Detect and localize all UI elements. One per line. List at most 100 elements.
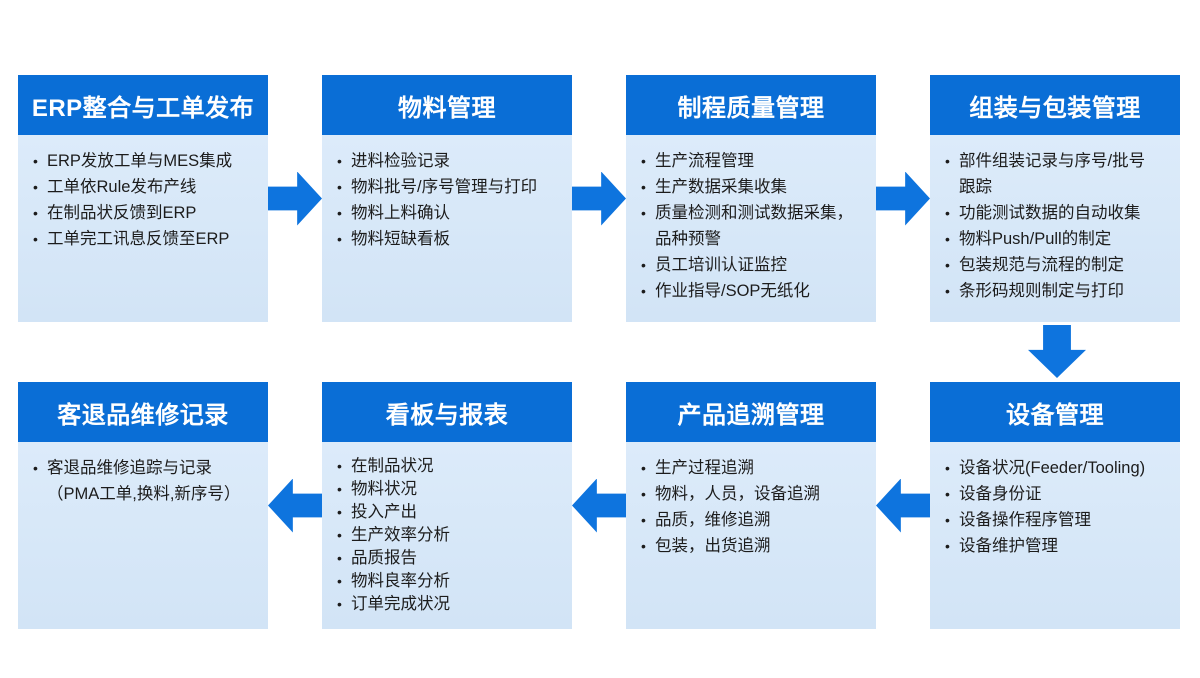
list-item: •品质报告: [334, 547, 568, 570]
box-erp-integration: ERP整合与工单发布 • ERP发放工单与MES集成 • 工单依Rule发布产线 •在制…: [18, 75, 268, 322]
box-product-traceability-management-items: • 生产过程追溯 • 物料，人员，设备追溯 • 品质，维修追溯 • 包装，出货追溯: [626, 442, 876, 629]
list-item: • 包装规范与流程的制定: [942, 252, 1176, 278]
bullet-icon: •: [33, 205, 38, 221]
box-customer-return-repair: 客退品维修记录 •客退品维修追踪与记录 （PMA工单,换料,新序号）: [18, 382, 268, 629]
list-item: •在制品状反馈到ERP: [30, 200, 264, 226]
list-item-text: 品质，维修追溯: [655, 511, 771, 529]
list-item: •条形码规则制定与打印: [942, 278, 1176, 304]
box-customer-return-repair-title: 客退品维修记录: [18, 382, 268, 442]
bullet-icon: •: [337, 458, 342, 474]
arrow-left-icon: [572, 478, 626, 533]
arrow-down-icon: [1028, 325, 1086, 378]
bullet-icon: •: [33, 153, 38, 169]
box-process-quality-management-title: 制程质量管理: [626, 75, 876, 135]
list-item: •客退品维修追踪与记录 （PMA工单,换料,新序号）: [30, 455, 264, 507]
box-equipment-management: 设备管理 •设备状况(Feeder/Tooling)•设备身份证•设备操作程序管…: [930, 382, 1180, 629]
bullet-icon: •: [641, 153, 646, 169]
list-item-text: 包装，出货追溯: [655, 537, 771, 555]
list-item: •物料良率分析: [334, 570, 568, 593]
bullet-icon: •: [945, 538, 950, 554]
list-item-text: 物料，人员，设备追溯: [655, 485, 820, 503]
flow-row-top: ERP整合与工单发布 • ERP发放工单与MES集成 • 工单依Rule发布产线 •在制…: [18, 75, 1180, 322]
box-assembly-packaging-management-items: •部件组装记录与序号/批号 跟踪•功能测试数据的自动收集•物料Push/Pull…: [930, 135, 1180, 322]
list-item-text: 物料批号/序号管理与打印: [351, 178, 538, 196]
list-item: •生产流程管理: [638, 148, 872, 174]
list-item-text: 投入产出: [351, 503, 417, 521]
box-assembly-packaging-management: 组装与包装管理 •部件组装记录与序号/批号 跟踪•功能测试数据的自动收集•物料P…: [930, 75, 1180, 322]
bullet-icon: •: [337, 179, 342, 195]
list-item-text: 生产数据采集收集: [655, 178, 787, 196]
bullet-icon: •: [945, 512, 950, 528]
arrow-cell: [572, 382, 626, 629]
list-item-text: 在制品状况: [351, 457, 434, 475]
box-material-management: 物料管理 •进料检验记录•物料批号/序号管理与打印•物料上料确认•物料短缺看板: [322, 75, 572, 322]
bullet-icon: •: [641, 486, 646, 502]
bullet-icon: •: [641, 538, 646, 554]
bullet-icon: •: [337, 504, 342, 520]
list-item-text: 设备维护管理: [959, 537, 1058, 555]
bullet-icon: •: [641, 179, 646, 195]
bullet-icon: •: [641, 512, 646, 528]
list-item: •员工培训认证监控: [638, 252, 872, 278]
list-item: •进料检验记录: [334, 148, 568, 174]
box-assembly-packaging-management-title: 组装与包装管理: [930, 75, 1180, 135]
bullet-icon: •: [945, 460, 950, 476]
list-item: • 物料，人员，设备追溯: [638, 481, 872, 507]
bullet-icon: •: [337, 550, 342, 566]
arrow-right-icon: [268, 171, 322, 226]
list-item: • 投入产出: [334, 501, 568, 524]
list-item: • 作业指导/SOP无纸化: [638, 278, 872, 304]
box-erp-integration-title: ERP整合与工单发布: [18, 75, 268, 135]
box-equipment-management-items: •设备状况(Feeder/Tooling)•设备身份证•设备操作程序管理•设备维…: [930, 442, 1180, 629]
bullet-icon: •: [945, 231, 950, 247]
bullet-icon: •: [945, 486, 950, 502]
list-item: •物料上料确认: [334, 200, 568, 226]
arrow-cell: [268, 75, 322, 322]
list-item: • 包装，出货追溯: [638, 533, 872, 559]
arrow-cell: [876, 382, 930, 629]
list-item-text: ERP发放工单与MES集成: [47, 152, 233, 170]
bullet-icon: •: [33, 179, 38, 195]
bullet-icon: •: [641, 460, 646, 476]
box-equipment-management-title: 设备管理: [930, 382, 1180, 442]
list-item-text: 物料Push/Pull的制定: [959, 230, 1112, 248]
bullet-icon: •: [641, 283, 646, 299]
list-item-text: 工单完工讯息反馈至ERP: [47, 230, 230, 248]
list-item: • 在制品状况: [334, 455, 568, 478]
list-item: • ERP发放工单与MES集成: [30, 148, 264, 174]
box-process-quality-management-items: •生产流程管理•生产数据采集收集•质量检测和测试数据采集， 品种预警•员工培训认…: [626, 135, 876, 322]
list-item-text: 订单完成状况: [351, 595, 450, 613]
list-item: • 品质，维修追溯: [638, 507, 872, 533]
box-material-management-title: 物料管理: [322, 75, 572, 135]
list-item: •生产效率分析: [334, 524, 568, 547]
bullet-icon: •: [641, 257, 646, 273]
box-product-traceability-management-title: 产品追溯管理: [626, 382, 876, 442]
flow-row-bottom: 客退品维修记录 •客退品维修追踪与记录 （PMA工单,换料,新序号） 看板与报表…: [18, 382, 1180, 629]
list-item: • 设备操作程序管理: [942, 507, 1176, 533]
list-item-text: 客退品维修追踪与记录 （PMA工单,换料,新序号）: [47, 459, 241, 503]
list-item: •物料状况: [334, 478, 568, 501]
list-item-text: 包装规范与流程的制定: [959, 256, 1124, 274]
bullet-icon: •: [945, 257, 950, 273]
list-item-text: 设备操作程序管理: [959, 511, 1091, 529]
list-item-text: 工单依Rule发布产线: [47, 178, 197, 196]
list-item: •部件组装记录与序号/批号 跟踪: [942, 148, 1176, 200]
box-kanban-reports-title: 看板与报表: [322, 382, 572, 442]
arrow-right-icon: [572, 171, 626, 226]
list-item-text: 质量检测和测试数据采集， 品种预警: [655, 204, 853, 248]
list-item-text: 生产过程追溯: [655, 459, 754, 477]
box-process-quality-management: 制程质量管理 •生产流程管理•生产数据采集收集•质量检测和测试数据采集， 品种预…: [626, 75, 876, 322]
list-item-text: 设备身份证: [959, 485, 1042, 503]
bullet-icon: •: [337, 573, 342, 589]
bullet-icon: •: [337, 481, 342, 497]
list-item: •质量检测和测试数据采集， 品种预警: [638, 200, 872, 252]
list-item: • 设备身份证: [942, 481, 1176, 507]
list-item-text: 物料上料确认: [351, 204, 450, 222]
list-item: • 生产数据采集收集: [638, 174, 872, 200]
arrow-left-icon: [876, 478, 930, 533]
bullet-icon: •: [945, 205, 950, 221]
box-product-traceability-management: 产品追溯管理 • 生产过程追溯 • 物料，人员，设备追溯 • 品质，维修追溯 • 包装，出货追…: [626, 382, 876, 629]
box-kanban-reports: 看板与报表 •在制品状况•物料状况•投入产出•生产效率分析•品质报告•物料良率分…: [322, 382, 572, 629]
list-item-text: 作业指导/SOP无纸化: [655, 282, 810, 300]
